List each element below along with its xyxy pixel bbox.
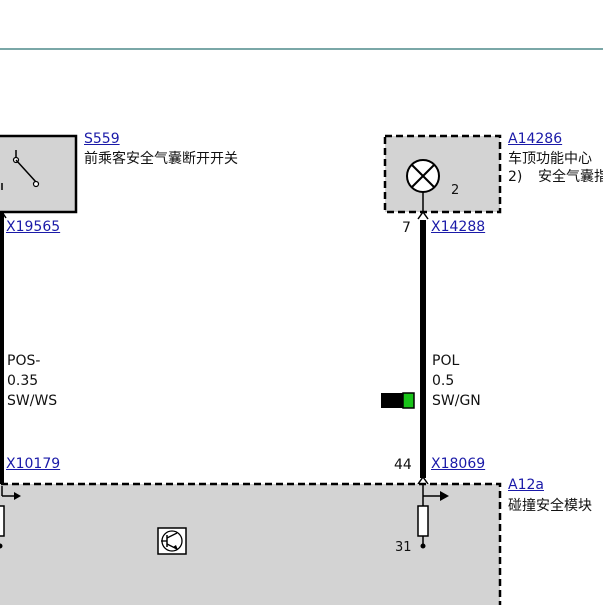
lamp-a14286-symbol[interactable] bbox=[383, 134, 502, 214]
wire-left-gauge: 0.35 bbox=[7, 373, 39, 389]
connector-x14288[interactable]: X14288 bbox=[431, 219, 486, 235]
connector-x10179[interactable]: X10179 bbox=[6, 456, 61, 472]
wire-left-color: SW/WS bbox=[7, 393, 58, 409]
module-a12a-symbol[interactable] bbox=[0, 482, 502, 605]
component-name-a12a: 碰撞安全模块 bbox=[508, 498, 592, 514]
pin-number-x14288: 7 bbox=[402, 220, 411, 236]
connector-x18069[interactable]: X18069 bbox=[431, 456, 486, 472]
pin-number-x18069: 44 bbox=[394, 457, 412, 473]
connector-x19565[interactable]: X19565 bbox=[6, 219, 61, 235]
component-id-s559[interactable]: S559 bbox=[84, 131, 120, 147]
wire-right-signal: POL bbox=[432, 353, 460, 369]
component-id-a14286[interactable]: A14286 bbox=[508, 131, 563, 147]
component-note-text: 安全气囊指 bbox=[538, 169, 603, 185]
component-id-a12a[interactable]: A12a bbox=[508, 477, 544, 493]
wire-left-signal: POS- bbox=[7, 353, 41, 369]
pin-number-ground: 31 bbox=[395, 540, 412, 555]
component-note-number: 2) bbox=[508, 169, 523, 185]
component-name-a14286: 车顶功能中心 bbox=[508, 151, 592, 167]
lamp-pin-number: 2 bbox=[451, 183, 460, 198]
wire-right-color: SW/GN bbox=[432, 393, 481, 409]
wire-right-gauge: 0.5 bbox=[432, 373, 455, 389]
wire-color-swatch bbox=[381, 392, 415, 409]
wire-pol-right[interactable] bbox=[417, 210, 429, 485]
switch-s559-symbol[interactable] bbox=[0, 134, 78, 214]
transistor-icon bbox=[157, 527, 187, 555]
component-name-s559: 前乘客安全气囊断开开关 bbox=[84, 151, 238, 167]
wire-pos-left[interactable] bbox=[0, 210, 7, 486]
